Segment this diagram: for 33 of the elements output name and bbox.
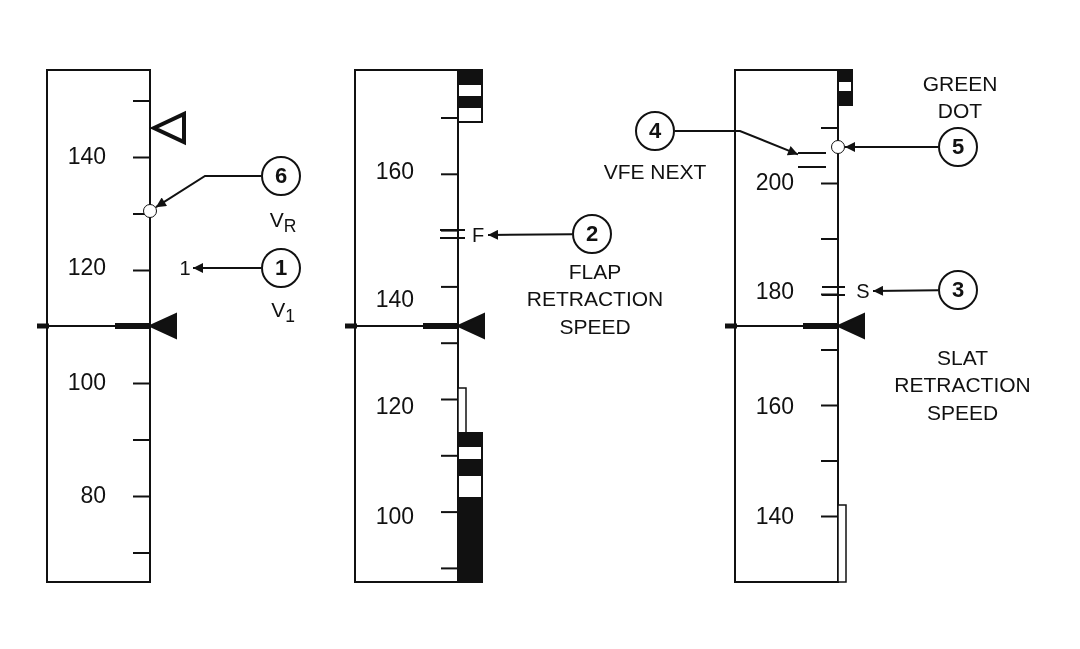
scale-number: 140 xyxy=(66,143,106,170)
scale-number: 100 xyxy=(66,369,106,396)
scale-number: 80 xyxy=(79,482,106,509)
callout-number: 6 xyxy=(261,156,301,196)
scale-number: 180 xyxy=(754,278,794,305)
scale-number: 120 xyxy=(374,393,414,420)
callout-caption: V$_{1}$ xyxy=(270,297,296,328)
scale-number: 120 xyxy=(66,254,106,281)
scale-number: 200 xyxy=(754,169,794,196)
scale-number: 160 xyxy=(754,393,794,420)
callout-caption: FLAP RETRACTION SPEED xyxy=(525,259,665,340)
marker-circle xyxy=(143,204,157,218)
callout-number: 2 xyxy=(572,214,612,254)
callout-caption: SLAT RETRACTION SPEED xyxy=(893,345,1032,426)
callout-caption: V$_{R}$ xyxy=(268,207,298,238)
callout-number: 5 xyxy=(938,127,978,167)
scale-number: 140 xyxy=(374,286,414,313)
marker-circle xyxy=(831,140,845,154)
callout-number: 1 xyxy=(261,248,301,288)
callout-caption: VFE NEXT xyxy=(602,159,708,185)
double-dash-mark xyxy=(798,152,826,168)
leader-arrow xyxy=(844,142,939,152)
scale-number: 140 xyxy=(754,503,794,530)
leader-arrow xyxy=(674,130,799,156)
scale-number: 160 xyxy=(374,158,414,185)
callout-number: 3 xyxy=(938,270,978,310)
leader-arrow xyxy=(154,175,262,209)
scale-number: 100 xyxy=(374,503,414,530)
leader-arrow xyxy=(192,263,262,273)
leader-arrow xyxy=(872,285,939,296)
leader-arrow xyxy=(487,229,573,240)
callout-caption: GREEN DOT xyxy=(921,71,999,125)
callout-number: 4 xyxy=(635,111,675,151)
